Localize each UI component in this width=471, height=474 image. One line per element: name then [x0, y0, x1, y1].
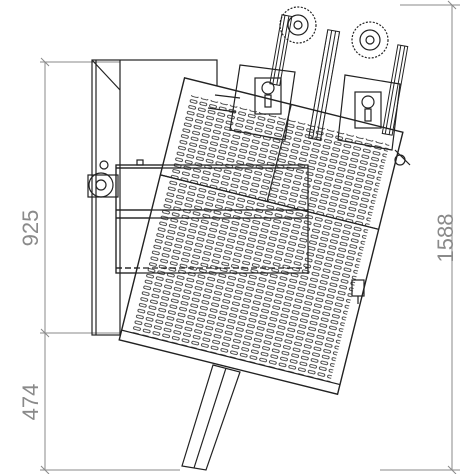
dimension-left-upper: 925 [18, 210, 43, 247]
dimension-right-total: 1588 [433, 214, 458, 263]
support-post [181, 364, 241, 471]
gear-wheel-right [351, 21, 389, 59]
left-dimension-lines [40, 57, 180, 474]
right-dimension-lines [380, 0, 460, 474]
pivot-knob [87, 160, 119, 198]
dimension-left-lower: 474 [18, 384, 43, 421]
mount-bracket-right [337, 74, 411, 166]
comb-strip-right [381, 44, 409, 136]
drum-front [115, 164, 309, 274]
perforated-screen [118, 76, 404, 396]
comb-strip-left [308, 29, 341, 141]
comb-strip-upper [269, 14, 293, 86]
side-latch [351, 279, 365, 304]
